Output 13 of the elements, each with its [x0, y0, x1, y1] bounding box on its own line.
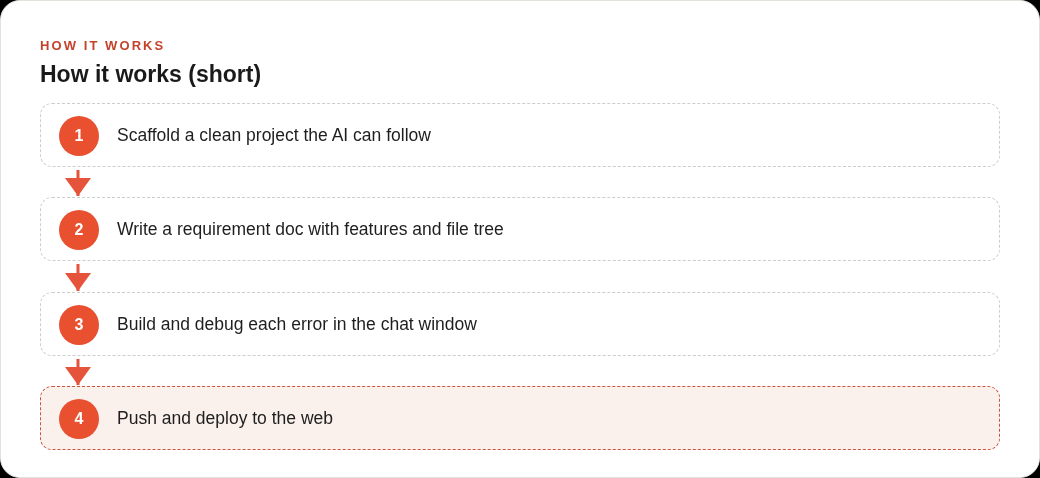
title: How it works (short) [40, 60, 262, 89]
step-card [40, 197, 1000, 261]
arrow [65, 264, 91, 291]
arrow [65, 359, 91, 385]
highlighted-step-card [40, 386, 1000, 450]
step-card [40, 292, 1000, 356]
step-text: Build and debug each error in the chat window [117, 312, 477, 336]
section-kicker: HOW IT WORKS [40, 37, 166, 55]
step-text: Scaffold a clean project the AI can follow [117, 123, 431, 147]
step-text: Push and deploy to the web [117, 406, 333, 430]
step-text: Write a requirement doc with features and file tree [117, 217, 504, 241]
arrow [65, 170, 91, 196]
step-card [40, 103, 1000, 167]
